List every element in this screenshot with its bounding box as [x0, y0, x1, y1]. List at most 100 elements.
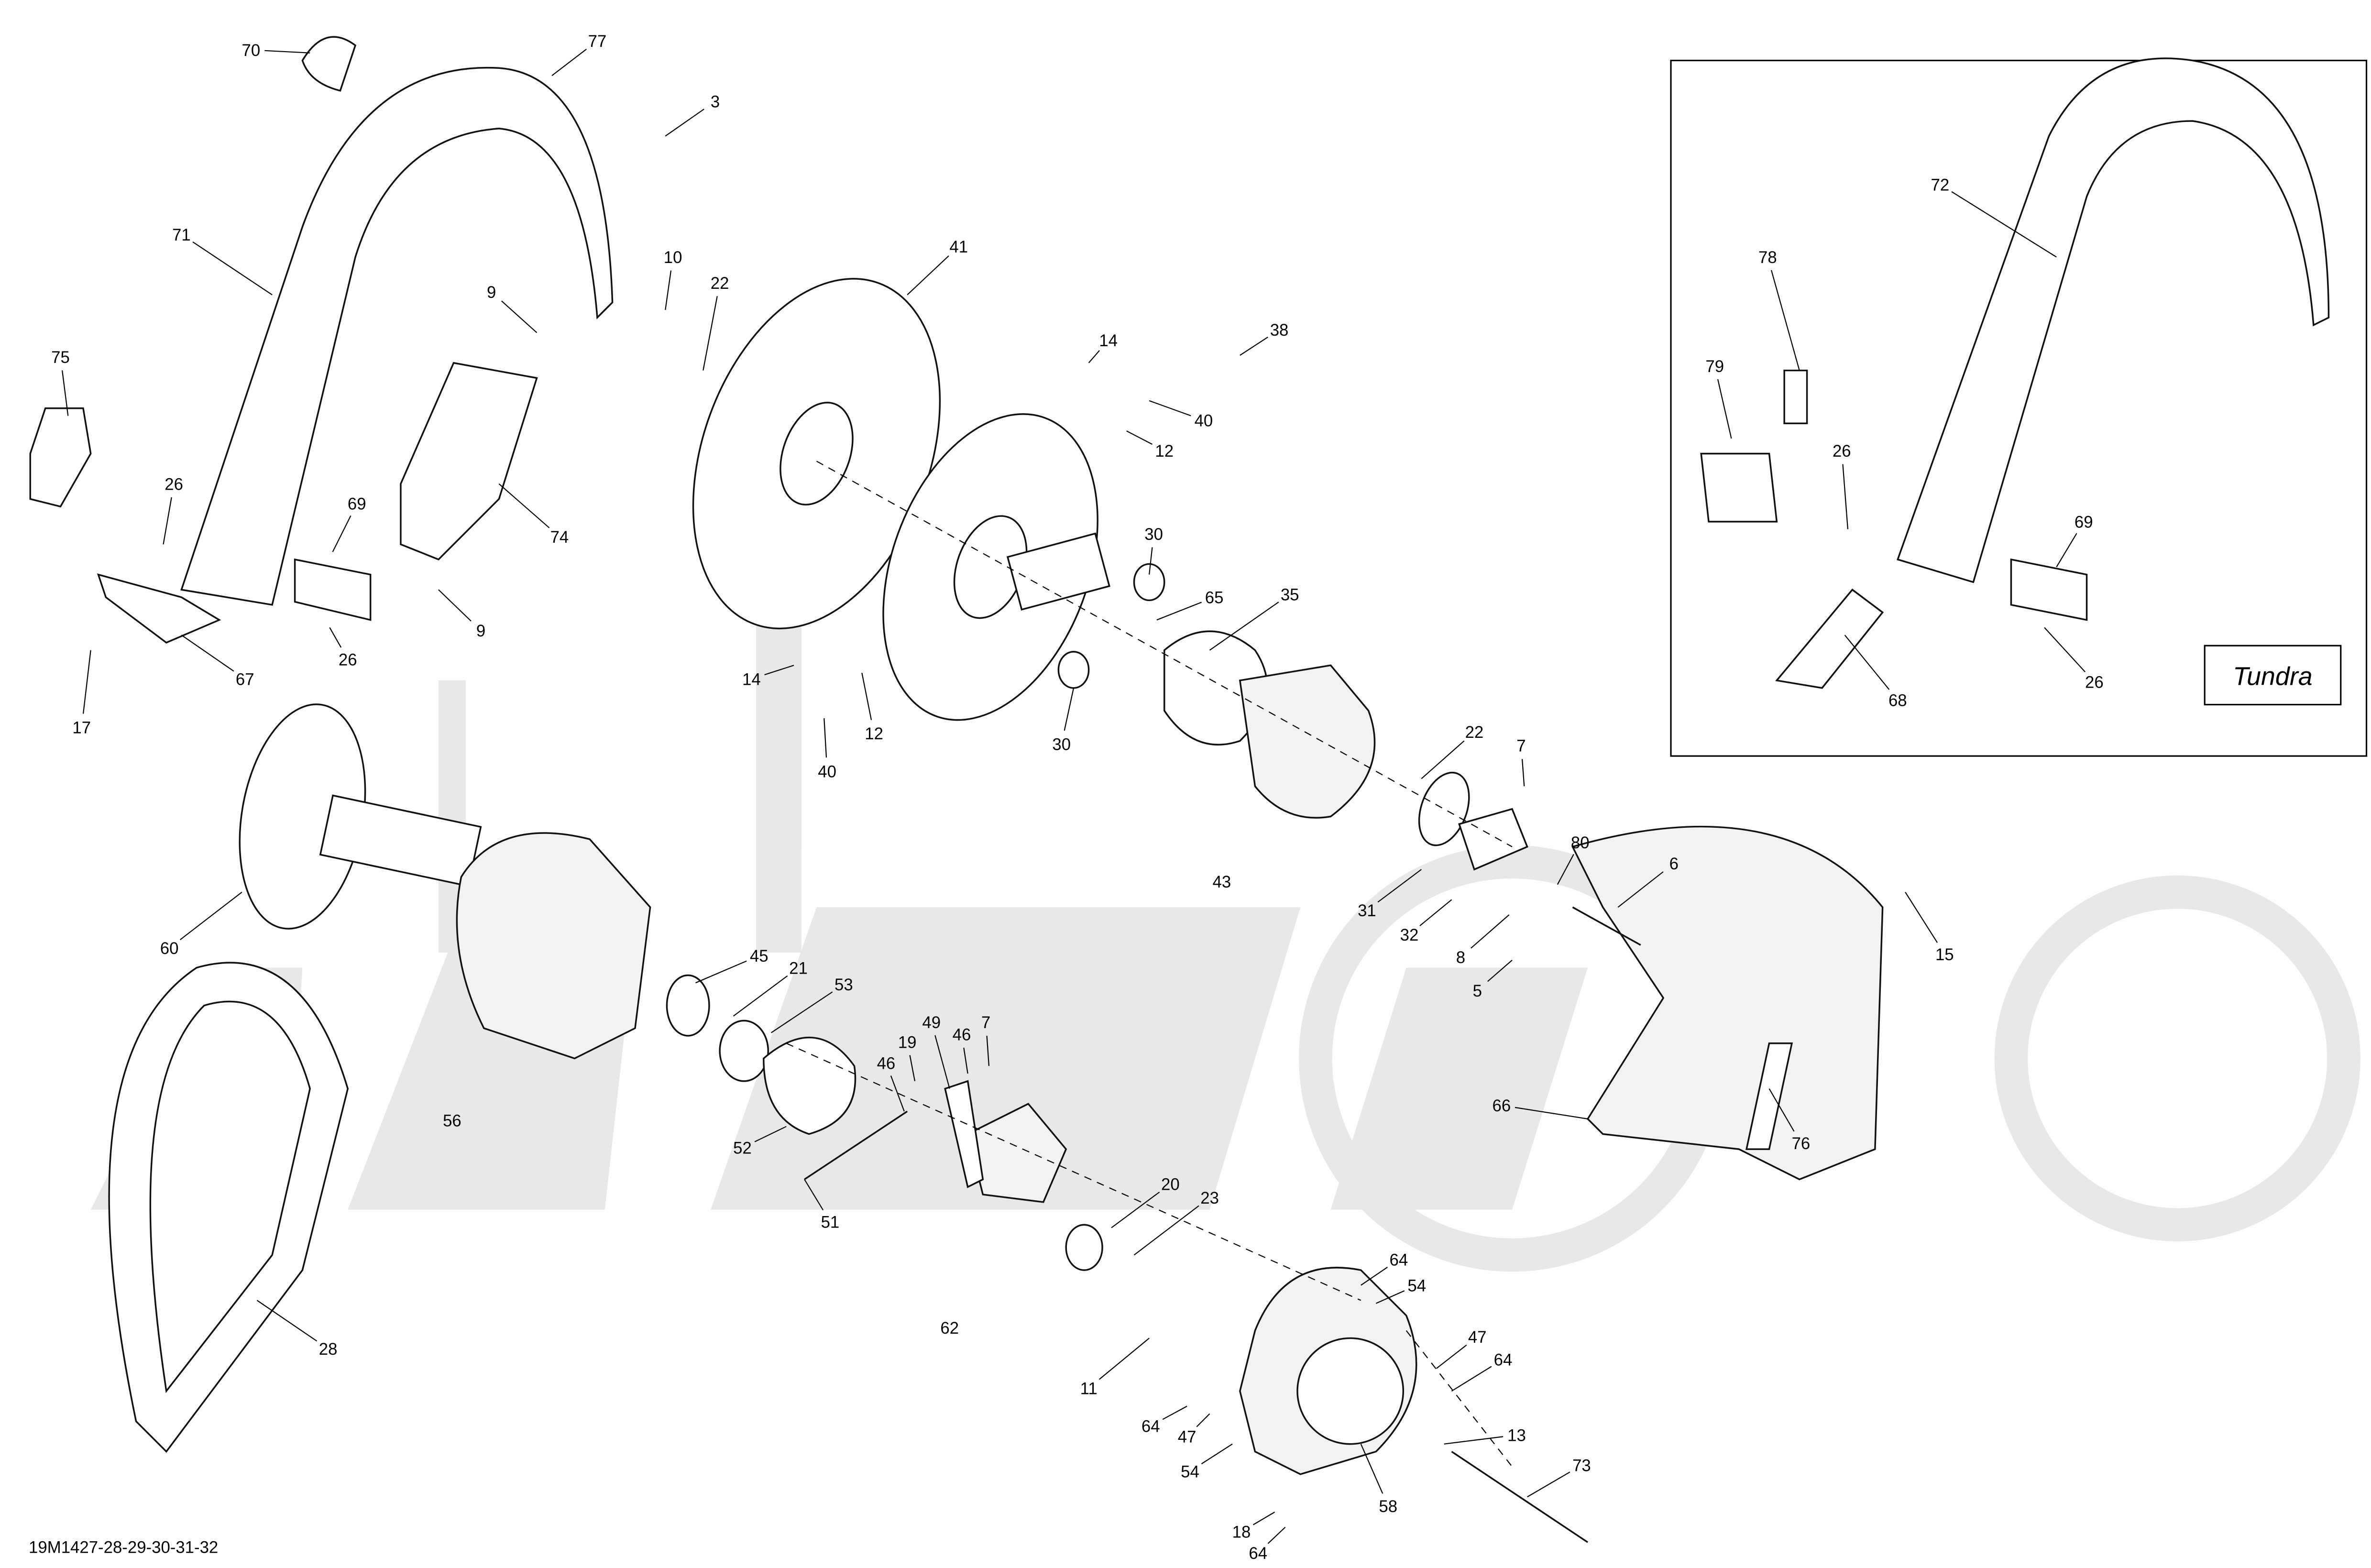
- leader-line: [1360, 1444, 1383, 1494]
- part-callout-28: 28: [319, 1340, 338, 1359]
- leader-line: [256, 1300, 318, 1342]
- leader-line: [733, 975, 788, 1017]
- part-callout-10: 10: [664, 249, 682, 267]
- leader-line: [907, 255, 949, 296]
- part-callout-54: 54: [1407, 1277, 1426, 1295]
- leader-line: [1149, 547, 1153, 575]
- leader-line: [1844, 635, 1890, 690]
- part-callout-11: 11: [1080, 1380, 1098, 1398]
- leader-line: [804, 1179, 824, 1211]
- part-callout-64: 64: [1142, 1417, 1160, 1436]
- leader-line: [1444, 1436, 1504, 1445]
- part-callout-32: 32: [1400, 926, 1419, 944]
- leader-line: [823, 718, 827, 758]
- inset-part-callout-78: 78: [1758, 249, 1777, 267]
- leader-line: [1471, 914, 1510, 949]
- part-callout-46: 46: [953, 1026, 971, 1044]
- leader-line: [1770, 270, 1800, 371]
- leader-line: [861, 672, 872, 720]
- part-callout-49: 49: [922, 1014, 941, 1032]
- leader-line: [1421, 740, 1465, 779]
- leader-line: [1515, 1107, 1588, 1119]
- leader-line: [695, 960, 747, 984]
- leader-line: [1156, 602, 1202, 621]
- leader-line: [703, 296, 718, 371]
- leader-line: [2044, 627, 2086, 672]
- leader-line: [1196, 1413, 1210, 1427]
- leader-line: [1133, 1205, 1199, 1256]
- part-callout-70: 70: [242, 42, 261, 60]
- part-callout-43: 43: [1213, 873, 1231, 891]
- leader-line: [1252, 1512, 1275, 1525]
- leader-line: [1842, 464, 1849, 529]
- leader-line: [1375, 1290, 1405, 1304]
- part-callout-56: 56: [443, 1112, 461, 1130]
- leader-line: [332, 515, 351, 552]
- part-callout-19: 19: [898, 1033, 917, 1052]
- leader-line: [1521, 759, 1525, 787]
- part-callout-66: 66: [1493, 1097, 1511, 1115]
- part-callout-22: 22: [1465, 724, 1484, 742]
- leader-line: [501, 300, 538, 333]
- tundra-label: Tundra: [2233, 662, 2312, 691]
- part-callout-7: 7: [1516, 737, 1526, 756]
- part-callout-30: 30: [1144, 526, 1163, 544]
- leader-line: [163, 497, 172, 545]
- leader-line: [1240, 336, 1268, 356]
- leader-line: [1064, 688, 1075, 731]
- part-callout-12: 12: [1155, 442, 1174, 461]
- part-callout-65: 65: [1205, 589, 1224, 607]
- leader-line: [986, 1035, 990, 1066]
- part-callout-7: 7: [981, 1014, 990, 1032]
- belt-part-28: [108, 962, 349, 1453]
- part-callout-12: 12: [865, 725, 883, 743]
- part-callout-30: 30: [1052, 735, 1071, 754]
- part-callout-64: 64: [1249, 1545, 1267, 1563]
- leader-line: [934, 1035, 950, 1089]
- leader-line: [764, 665, 794, 676]
- part-callout-41: 41: [949, 238, 968, 256]
- inset-part-callout-79: 79: [1705, 358, 1724, 376]
- leader-line: [82, 650, 91, 714]
- leader-line: [1436, 1344, 1467, 1369]
- part-callout-18: 18: [1232, 1524, 1251, 1542]
- part-callout-45: 45: [750, 947, 768, 965]
- inset-part-callout-72: 72: [1931, 176, 1949, 194]
- leader-line: [192, 241, 273, 296]
- part-callout-74: 74: [550, 528, 569, 547]
- leader-line: [1098, 1338, 1150, 1380]
- part-callout-8: 8: [1456, 949, 1465, 967]
- leader-line: [180, 891, 242, 941]
- part-callout-35: 35: [1281, 586, 1299, 604]
- part-callout-71: 71: [172, 226, 191, 244]
- leader-line: [771, 991, 833, 1033]
- part-callout-53: 53: [834, 976, 853, 994]
- leader-line: [665, 270, 672, 310]
- leader-line: [1717, 379, 1732, 439]
- leader-line: [1527, 1471, 1570, 1498]
- part-callout-73: 73: [1572, 1457, 1591, 1475]
- part-callout-3: 3: [711, 93, 720, 111]
- part-callout-14: 14: [742, 670, 761, 689]
- drive-pulley: [239, 703, 1884, 1543]
- part-callout-5: 5: [1473, 982, 1482, 1000]
- leader-line: [438, 589, 472, 622]
- part-callout-47: 47: [1178, 1428, 1196, 1447]
- leader-line: [754, 1126, 787, 1142]
- part-callout-54: 54: [1181, 1463, 1199, 1481]
- driven-pulley: [692, 278, 1528, 871]
- leader-line: [1419, 899, 1452, 926]
- part-callout-6: 6: [1669, 855, 1679, 873]
- part-callout-26: 26: [165, 475, 183, 493]
- leader-line: [665, 109, 704, 137]
- part-callout-40: 40: [818, 763, 836, 781]
- leader-line: [909, 1055, 916, 1082]
- leader-line: [1267, 1526, 1286, 1544]
- part-callout-60: 60: [160, 940, 179, 958]
- part-callout-23: 23: [1200, 1189, 1219, 1207]
- leader-line: [1088, 350, 1100, 363]
- leader-line: [62, 370, 69, 416]
- part-callout-17: 17: [72, 719, 91, 737]
- part-callout-69: 69: [348, 495, 366, 514]
